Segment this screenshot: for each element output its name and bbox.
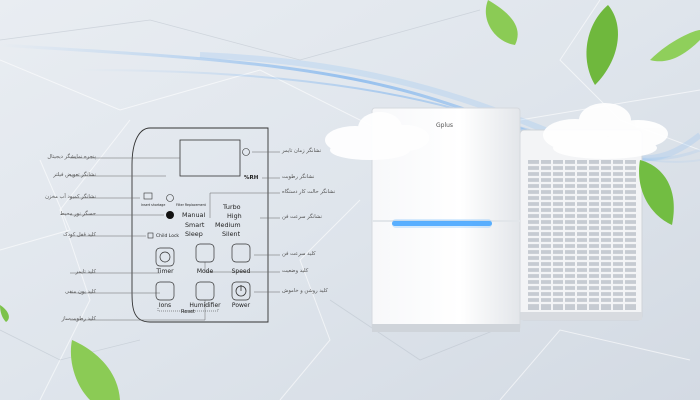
right-label-humidity: نشانگر رطوبت (282, 174, 315, 180)
mode-button[interactable]: Mode (196, 268, 214, 275)
left-label-timer: کلید تایمر (75, 269, 96, 275)
speed-button[interactable]: Speed (231, 268, 251, 275)
left-label-display: پنجره نمایشگر دیجیتال (47, 154, 96, 160)
left-label-filter: نشانگر تعویض فیلتر (53, 172, 96, 178)
right-label-fan-speed: نشانگر سرعت فن (282, 214, 322, 220)
right-label-mode-indicator: نشانگر حالت کار دستگاه (282, 189, 336, 195)
mode-smart: Smart (185, 221, 205, 229)
speed-medium: Medium (215, 221, 241, 229)
right-label-status-key: کلید وضعیت (282, 268, 309, 274)
speed-high: High (227, 212, 242, 220)
water-shortage-label: Insert shortage (141, 203, 166, 207)
brand-logo: Gplus (436, 122, 454, 129)
reset-label: Reset (181, 309, 195, 315)
power-button[interactable]: Power (231, 302, 251, 309)
rh-label: %RH (244, 175, 259, 181)
left-label-child-lock: کلید قفل کودک (63, 232, 96, 238)
mode-manual: Manual (182, 211, 206, 219)
mode-sleep: Sleep (185, 230, 203, 238)
speed-silent: Silent (222, 230, 241, 238)
purifier-rear-unit (519, 129, 643, 321)
humidifier-button[interactable]: Humidifier (189, 302, 221, 309)
left-label-ions: کلید یون منفی (65, 289, 96, 295)
left-label-light-sensor: حسگر نور محیط (59, 211, 96, 217)
timer-button[interactable]: Timer (156, 268, 174, 275)
right-label-timer-time: نشانگر زمان تایمر (282, 148, 322, 154)
right-label-power-key: کلید روشن و خاموش (282, 288, 328, 294)
left-label-water: نشانگر کمبود آب مخزن (45, 194, 96, 200)
ions-button[interactable]: Ions (158, 302, 172, 309)
clouds (325, 103, 668, 160)
speed-turbo: Turbo (223, 203, 241, 211)
filter-replacement-label: Filter Replacement (176, 203, 206, 207)
purifier-front-unit (371, 107, 521, 332)
left-label-humidifier: کلید رطوبت‌ساز (61, 316, 96, 322)
child-lock-label: Child Lock (156, 234, 180, 239)
right-label-speed-key: کلید سرعت فن (282, 251, 316, 257)
